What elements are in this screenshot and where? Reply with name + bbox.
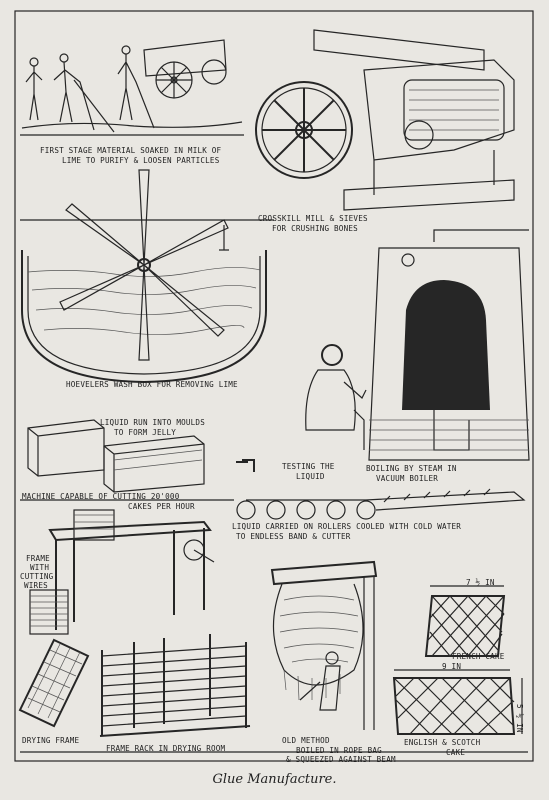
label-machine-line2: CAKES PER HOUR bbox=[128, 502, 195, 511]
label-dim-7in: 7 ½ IN bbox=[466, 578, 495, 587]
english-cake-drawing bbox=[392, 669, 523, 735]
label-english-cake: ENGLISH & SCOTCH bbox=[404, 738, 481, 747]
label-hoevelers: HOEVELERS WASH BOX FOR REMOVING LIME bbox=[66, 380, 238, 389]
label-frame-line2: WITH bbox=[30, 563, 50, 572]
label-rollers: LIQUID CARRIED ON ROLLERS COOLED WITH CO… bbox=[232, 522, 462, 531]
label-frame-line4: WIRES bbox=[24, 581, 48, 590]
label-frame: FRAME bbox=[26, 554, 50, 563]
label-dim-9in: 9 IN bbox=[442, 662, 462, 671]
vacuum-boiler-drawing bbox=[305, 229, 530, 461]
label-drying-frame: DRYING FRAME bbox=[22, 736, 80, 745]
label-rollers-line2: TO ENDLESS BAND & CUTTER bbox=[236, 532, 351, 541]
engraving-drawing bbox=[14, 10, 534, 762]
french-cake-drawing bbox=[424, 585, 506, 657]
label-crosskill: CROSSKILL MILL & SIEVES bbox=[258, 214, 368, 223]
label-old-method-line2: BOILED IN ROPE BAG bbox=[296, 746, 382, 755]
rope-bag-drawing bbox=[270, 560, 378, 730]
label-english-cake-line2: CAKE bbox=[446, 748, 466, 757]
label-moulds-line2: TO FORM JELLY bbox=[114, 428, 177, 437]
label-first-stage-line2: LIME TO PURIFY & LOOSEN PARTICLES bbox=[62, 156, 220, 165]
label-old-method-line3: & SQUEEZED AGAINST BEAM bbox=[286, 755, 396, 764]
label-crosskill-line2: FOR CRUSHING BONES bbox=[272, 224, 358, 233]
label-french-cake: FRENCH CAKE bbox=[452, 652, 505, 661]
cutting-machine-drawing bbox=[29, 509, 215, 635]
moulds-drawing bbox=[27, 419, 205, 493]
label-first-stage: FIRST STAGE MATERIAL SOAKED IN MILK OF bbox=[40, 146, 222, 155]
illustration-plate bbox=[14, 10, 534, 762]
label-machine: MACHINE CAPABLE OF CUTTING 20'000 bbox=[22, 492, 180, 501]
frame-rack-drawing bbox=[99, 634, 251, 737]
label-old-method: OLD METHOD bbox=[282, 736, 330, 745]
label-frame-line3: CUTTING bbox=[20, 572, 54, 581]
drying-frame-drawing bbox=[18, 638, 90, 728]
first-stage-workers-drawing bbox=[20, 39, 244, 136]
label-boiling: BOILING BY STEAM IN bbox=[366, 464, 457, 473]
rollers-drawing bbox=[236, 459, 526, 520]
plate-border bbox=[14, 10, 534, 762]
crosskill-mill-drawing bbox=[255, 29, 515, 211]
label-boiling-line2: VACUUM BOILER bbox=[376, 474, 439, 483]
label-testing: TESTING THE bbox=[282, 462, 335, 471]
label-moulds: LIQUID RUN INTO MOULDS bbox=[100, 418, 205, 427]
label-frame-rack: FRAME RACK IN DRYING ROOM bbox=[106, 744, 226, 753]
label-dim-5in: 5 ½ IN bbox=[515, 704, 524, 733]
wash-box-drawing bbox=[21, 169, 267, 384]
label-testing-line2: LIQUID bbox=[296, 472, 325, 481]
plate-caption: Glue Manufacture. bbox=[212, 772, 337, 787]
